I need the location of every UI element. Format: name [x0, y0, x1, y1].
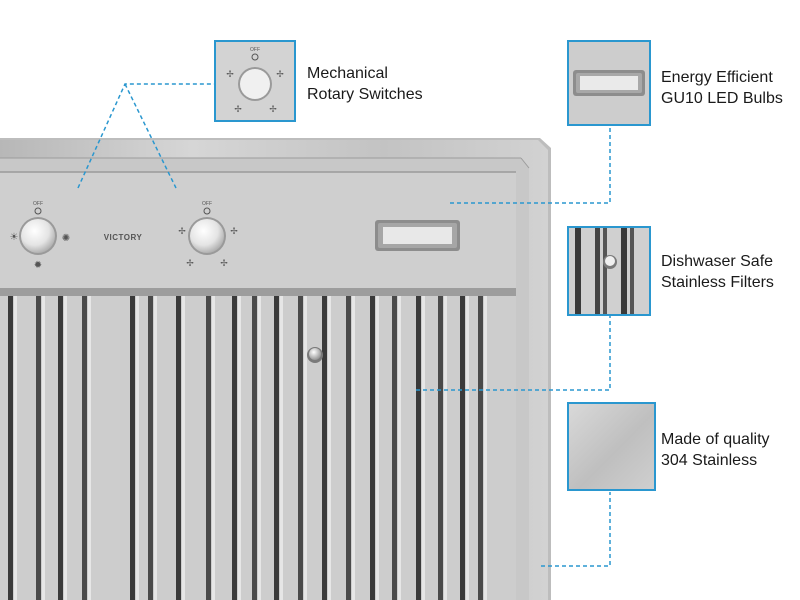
led-bulb-callout-image: [567, 40, 651, 126]
filter-slat-highlight: [212, 296, 215, 600]
filter-slat: [130, 296, 135, 600]
filter-slat-highlight: [444, 296, 447, 600]
rotary-knob-icon: OFF ✢ ✢ ✢ ✢: [226, 47, 284, 114]
stainless-caption: Made of quality 304 Stainless: [661, 431, 770, 469]
filter-caption: Dishwaser Safe Stainless Filters: [661, 253, 774, 291]
filter-slat-highlight: [376, 296, 379, 600]
svg-text:✹: ✹: [34, 260, 42, 271]
fan-knob-left: OFF ☀ ✺ ✹: [10, 201, 71, 271]
filter-slat-highlight: [88, 296, 91, 600]
filter-slat: [370, 296, 375, 600]
filter-slat: [8, 296, 13, 600]
svg-text:OFF: OFF: [250, 47, 260, 53]
filter-slat: [36, 296, 41, 600]
filter-slat: [346, 296, 351, 600]
leader-lines: [77, 83, 611, 567]
svg-text:✢: ✢: [178, 226, 186, 236]
filter-slat: [322, 296, 327, 600]
fan-knob-right: OFF ✢ ✢ ✢ ✢: [178, 201, 238, 268]
filter-slat-highlight: [280, 296, 283, 600]
filter-slat: [58, 296, 63, 600]
rotary-switch-caption: Mechanical Rotary Switches: [307, 65, 423, 103]
svg-text:✢: ✢: [226, 69, 234, 79]
filter-callout-image: [567, 226, 651, 316]
filter-slat: [416, 296, 421, 600]
filter-slat: [232, 296, 237, 600]
filter-slat-highlight: [258, 296, 261, 600]
svg-text:✢: ✢: [276, 69, 284, 79]
filter-slat: [148, 296, 153, 600]
filter-slat-highlight: [64, 296, 67, 600]
rotary-switch-callout-image: OFF ✢ ✢ ✢ ✢: [214, 40, 296, 122]
svg-text:✺: ✺: [62, 233, 70, 244]
filter-slat: [274, 296, 279, 600]
filter-slat: [298, 296, 303, 600]
filter-slat-highlight: [182, 296, 185, 600]
filter-handle: [307, 347, 323, 363]
filter-slat: [82, 296, 87, 600]
svg-text:✢: ✢: [220, 258, 228, 268]
filter-slat-highlight: [398, 296, 401, 600]
filter-slat-highlight: [154, 296, 157, 600]
filter-slat-highlight: [422, 296, 425, 600]
svg-text:OFF: OFF: [33, 201, 43, 207]
filter-slat: [478, 296, 483, 600]
svg-text:✢: ✢: [269, 104, 277, 114]
stainless-swatch-icon: [569, 404, 654, 489]
filter-slat-highlight: [42, 296, 45, 600]
filter-slat-highlight: [352, 296, 355, 600]
filter-slat: [438, 296, 443, 600]
filter-slat: [206, 296, 211, 600]
led-bulb-icon: [573, 70, 645, 96]
led-light: [375, 220, 460, 251]
filter-slat: [176, 296, 181, 600]
filter-slat-highlight: [238, 296, 241, 600]
svg-text:✢: ✢: [230, 226, 238, 236]
filter-slat-highlight: [136, 296, 139, 600]
baffle-filters: [0, 296, 516, 600]
filter-slat-highlight: [14, 296, 17, 600]
svg-text:✢: ✢: [234, 104, 242, 114]
svg-text:OFF: OFF: [202, 201, 212, 207]
filter-slat-highlight: [304, 296, 307, 600]
filter-slat-highlight: [466, 296, 469, 600]
svg-text:✢: ✢: [186, 258, 194, 268]
stainless-callout-image: [567, 402, 656, 491]
filter-slat: [252, 296, 257, 600]
filter-slat: [392, 296, 397, 600]
filter-slat-highlight: [328, 296, 331, 600]
svg-text:☀: ☀: [10, 232, 19, 243]
led-bulb-caption: Energy Efficient GU10 LED Bulbs: [661, 69, 783, 107]
brand-label: VICTORY: [104, 233, 143, 242]
filter-slat-highlight: [484, 296, 487, 600]
filter-slat: [460, 296, 465, 600]
baffle-filter-icon: [569, 228, 649, 314]
